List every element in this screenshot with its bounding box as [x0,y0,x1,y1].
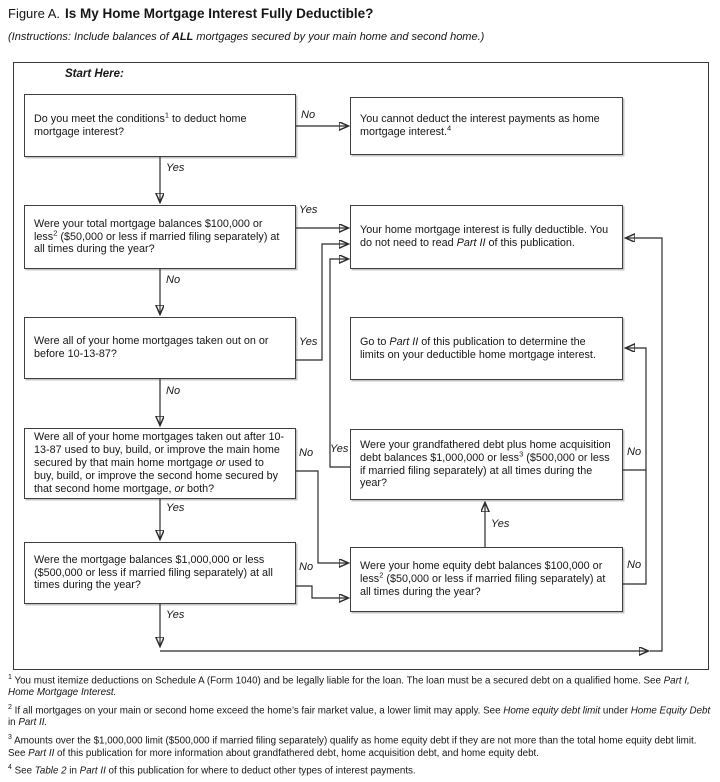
footnote-3: 3 Amounts over the $1,000,000 limit ($50… [8,734,697,759]
decision-box-grandfathered-plus-acquisition-1m: Were your grandfathered debt plus home a… [350,429,623,500]
figure-label: Figure A. [8,6,61,21]
decision-box-before-10-13-87-text: Were all of your home mortgages taken ou… [34,335,269,360]
figure-heading: Is My Home Mortgage Interest Fully Deduc… [65,6,374,21]
decision-box-after-10-13-87-use-text: Were all of your home mortgages taken ou… [34,431,285,495]
footnote-1: 1 You must itemize deductions on Schedul… [8,674,690,699]
decision-box-before-10-13-87: Were all of your home mortgages taken ou… [24,317,296,379]
instructions-line: (Instructions: Include balances of ALL m… [8,31,485,43]
label-q2-yes: Yes [299,204,318,216]
label-q5-yes: Yes [166,609,185,621]
label-r5-no: No [627,559,642,571]
footnotes: 1 You must itemize deductions on Schedul… [8,674,714,782]
decision-box-mortgage-balances-1m: Were the mortgage balances $1,000,000 or… [24,542,296,604]
label-r4-no: No [627,446,642,458]
decision-box-home-equity-100k-text: Were your home equity debt balances $100… [360,560,606,598]
result-box-cannot-deduct-text: You cannot deduct the interest payments … [360,113,600,138]
result-box-cannot-deduct: You cannot deduct the interest payments … [350,97,623,155]
decision-box-balances-100k: Were your total mortgage balances $100,0… [24,205,296,269]
decision-box-meet-conditions-text: Do you meet the conditions1 to deduct ho… [34,109,247,138]
decision-box-home-equity-100k: Were your home equity debt balances $100… [350,547,623,612]
decision-box-meet-conditions: Do you meet the conditions1 to deduct ho… [24,94,296,157]
label-q4-yes: Yes [166,502,185,514]
result-box-go-to-part2: Go to Part II of this publication to det… [350,317,623,380]
decision-box-after-10-13-87-use: Were all of your home mortgages taken ou… [24,428,296,499]
footnote-4: 4 See Table 2 in Part II of this publica… [8,764,416,777]
decision-box-balances-100k-text: Were your total mortgage balances $100,0… [34,217,280,256]
label-q3-no: No [166,385,181,397]
result-box-fully-deductible: Your home mortgage interest is fully ded… [350,205,623,269]
result-box-go-to-part2-text: Go to Part II of this publication to det… [360,335,596,361]
label-q5-no: No [299,561,314,573]
label-q1-yes: Yes [166,162,185,174]
footnote-2: 2 If all mortgages on your main or secon… [8,704,711,729]
label-q4-no: No [299,447,314,459]
result-box-fully-deductible-text: Your home mortgage interest is fully ded… [360,224,609,249]
label-r5-yes: Yes [491,518,510,530]
start-here-label: Start Here: [65,68,124,80]
label-q3-yes: Yes [299,336,318,348]
label-r4-yes: Yes [330,443,349,455]
label-q2-no: No [166,274,181,286]
label-q1-no: No [301,109,316,121]
figure-title: Figure A. Is My Home Mortgage Interest Fu… [8,6,373,21]
decision-box-grandfathered-plus-acquisition-1m-text: Were your grandfathered debt plus home a… [360,438,611,490]
decision-box-mortgage-balances-1m-text: Were the mortgage balances $1,000,000 or… [34,553,273,592]
